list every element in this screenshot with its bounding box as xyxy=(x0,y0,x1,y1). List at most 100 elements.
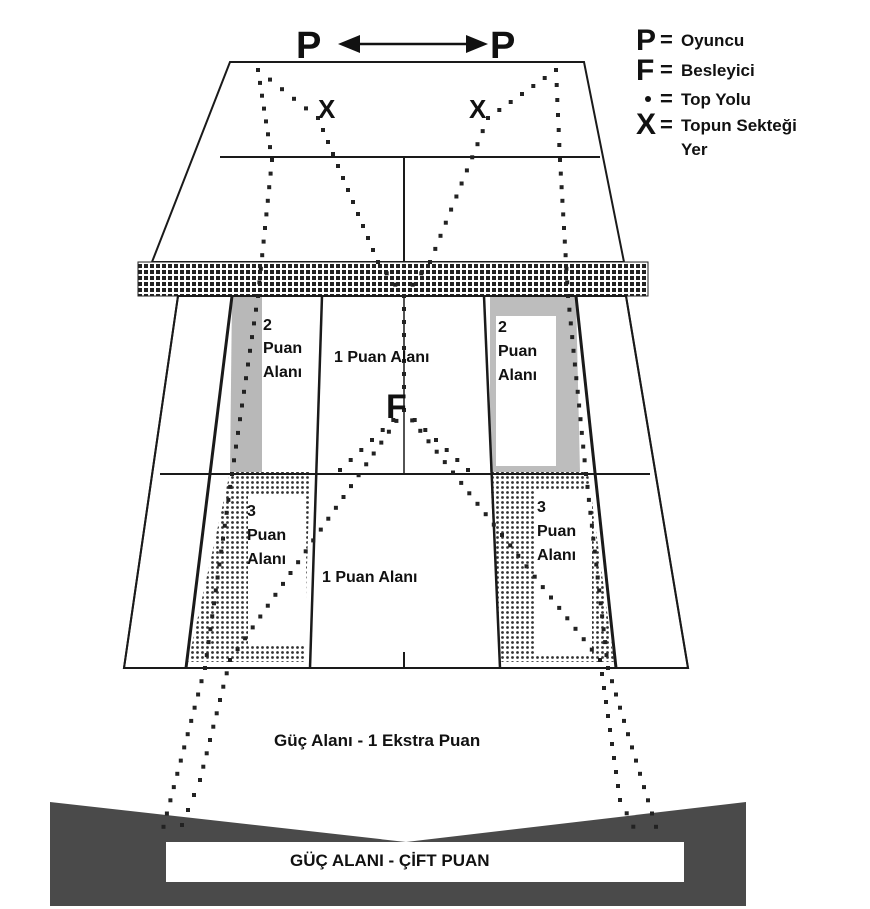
ball-path-dot xyxy=(268,77,272,82)
ball-path-dot xyxy=(600,672,604,676)
ball-path-dot xyxy=(606,666,610,670)
ball-path-dot xyxy=(584,472,588,476)
ball-path-dot xyxy=(246,362,250,367)
legend-symbol-player: P xyxy=(636,24,656,57)
ball-path-dot xyxy=(180,823,184,827)
ball-paths xyxy=(161,68,658,829)
ball-path-dot xyxy=(500,533,504,537)
ball-path-dot xyxy=(602,686,606,690)
ball-path-dot xyxy=(257,280,262,285)
ball-path-dot xyxy=(250,625,255,630)
ball-path-dot xyxy=(531,84,536,88)
ball-path-dot xyxy=(270,158,274,162)
ball-path-dot xyxy=(196,692,201,697)
player-right-label: P xyxy=(490,25,515,67)
ball-path-dot xyxy=(380,428,385,432)
ball-path-dot xyxy=(598,601,603,606)
ball-path-dot xyxy=(221,536,225,541)
ball-path-dot xyxy=(236,430,240,435)
ball-path-dot xyxy=(570,335,575,340)
ball-path-dot xyxy=(371,451,376,456)
bounce-mark-right: X xyxy=(469,94,487,124)
ball-path-dot xyxy=(161,824,166,829)
legend-text-bounce: Topun Sekteği xyxy=(681,116,797,135)
ball-path-dot xyxy=(575,389,580,394)
ball-path-dot xyxy=(524,564,529,569)
ball-path-dot xyxy=(338,468,342,472)
ball-path-dot xyxy=(426,439,431,444)
ball-path-dot xyxy=(459,181,464,186)
ball-path-dot xyxy=(201,764,206,769)
ball-path-dot xyxy=(250,335,254,340)
ball-path-dot xyxy=(568,321,573,326)
ball-path-dot xyxy=(304,106,308,111)
ball-path-dot xyxy=(626,732,630,737)
ball-path-dot xyxy=(292,96,296,101)
ball-path-dot xyxy=(402,320,406,324)
ball-path-dot xyxy=(391,418,396,422)
ball-path-dot xyxy=(258,266,263,271)
ball-path-dot xyxy=(402,372,406,376)
ball-path-dot xyxy=(218,698,222,702)
ball-path-dot xyxy=(572,362,577,367)
zone-3-right-line1: 3 xyxy=(537,499,546,516)
ball-path-dot xyxy=(333,505,338,510)
ball-path-dot xyxy=(574,376,579,381)
ball-path-dot xyxy=(540,585,545,590)
ball-path-dot xyxy=(198,778,202,782)
ball-path-dot xyxy=(606,714,610,718)
ball-path-dot xyxy=(356,212,360,216)
ball-path-dot xyxy=(386,429,391,434)
ball-path-dot xyxy=(434,449,439,454)
ball-path-dot xyxy=(467,491,472,496)
zone-2-left-line1: 2 xyxy=(263,317,272,334)
ball-path-dot xyxy=(185,732,190,737)
ball-path-dot xyxy=(384,271,389,276)
ball-path-dot xyxy=(268,145,272,150)
ball-path-dot xyxy=(449,207,454,212)
ball-path-dot xyxy=(280,87,284,92)
ball-path-dot xyxy=(266,132,270,137)
ball-path-dot xyxy=(566,294,570,298)
ball-path-dot xyxy=(214,711,219,716)
ball-path-dot xyxy=(264,212,269,217)
ball-path-dot xyxy=(222,523,227,528)
ball-path-dot xyxy=(562,239,567,244)
ball-path-dot xyxy=(212,601,216,606)
svg-text:=: = xyxy=(660,86,673,111)
ball-path-dot xyxy=(326,140,330,144)
ball-path-dot xyxy=(598,658,602,662)
ball-path-dot xyxy=(264,119,268,124)
ball-path-dot xyxy=(549,595,553,600)
ball-path-dot xyxy=(654,824,658,829)
ball-path-dot xyxy=(248,348,252,353)
ball-path-dot xyxy=(542,76,547,80)
ball-path-dot xyxy=(600,614,605,619)
ball-path-dot xyxy=(586,497,591,502)
ball-path-dot xyxy=(559,185,564,190)
ball-path-dot xyxy=(556,113,560,117)
ball-path-dot xyxy=(208,627,213,632)
double-zone-label: GÜÇ ALANI - ÇİFT PUAN xyxy=(290,851,490,870)
ball-path-dot xyxy=(252,321,256,326)
ball-path-dot xyxy=(199,679,204,684)
ball-path-dot xyxy=(402,408,406,412)
ball-path-dot xyxy=(480,129,485,134)
ball-path-dot xyxy=(242,389,246,394)
ball-path-dot xyxy=(554,83,559,87)
zone-2-right-line3: Alanı xyxy=(498,367,537,384)
ball-path-dot xyxy=(555,98,560,102)
ball-path-dot xyxy=(610,742,614,746)
ball-path-dot xyxy=(410,418,415,423)
ball-path-dot xyxy=(610,679,614,684)
ball-path-dot xyxy=(585,484,590,489)
ball-path-dot xyxy=(318,527,323,532)
ball-path-dot xyxy=(221,684,226,689)
zone-2-right-line2: Puan xyxy=(498,343,537,360)
ball-path-dot xyxy=(562,226,566,230)
ball-path-dot xyxy=(638,771,642,776)
zone-3-left-line2: Puan xyxy=(247,527,286,544)
ball-path-dot xyxy=(186,808,190,812)
zone-3-left-line3: Alanı xyxy=(247,551,286,568)
svg-text:=: = xyxy=(660,112,673,137)
